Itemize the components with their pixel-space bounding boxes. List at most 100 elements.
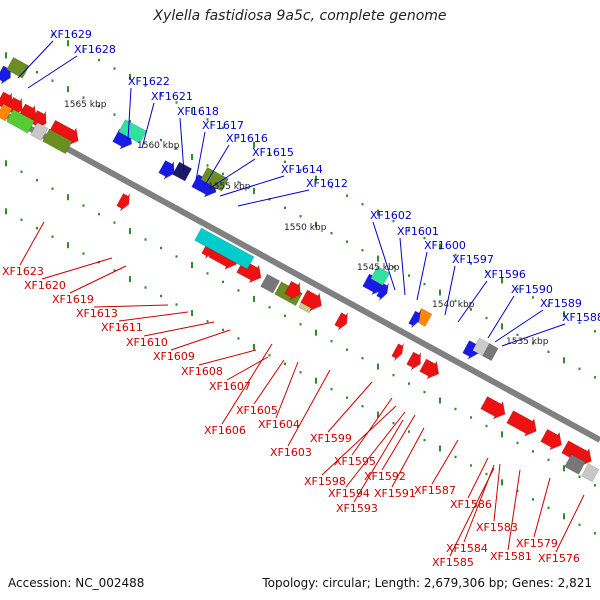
upper-gene-label: XF1597	[452, 253, 494, 266]
ruler-tick	[470, 308, 472, 311]
label-leader	[118, 311, 189, 322]
label-leader	[444, 265, 456, 316]
label-leader	[381, 414, 416, 471]
ruler-tick	[578, 321, 581, 324]
ruler-tick	[454, 455, 457, 459]
lower-gene-label: XF1595	[334, 455, 376, 468]
ruler-layer	[5, 33, 596, 535]
ruler-tick	[377, 255, 379, 262]
ruler-tick	[253, 343, 255, 350]
lower-gene-label: XF1610	[126, 336, 168, 349]
ruler-tick	[361, 249, 364, 252]
label-leader	[287, 369, 331, 447]
ruler-tick	[423, 438, 426, 442]
ruler-tick	[594, 532, 596, 535]
ruler-tick	[392, 421, 395, 425]
gene-feature	[194, 227, 255, 270]
ruler-tick	[51, 187, 54, 190]
gene-feature	[540, 428, 562, 451]
ruler-tick	[67, 40, 69, 47]
map-title: Xylella fastidiosa 9a5c, complete genome	[153, 8, 447, 24]
ruler-tick	[129, 276, 131, 283]
ruler-tick	[175, 255, 178, 258]
kbp-label: 1560 kbp	[137, 141, 180, 151]
ruler-tick	[36, 71, 38, 74]
ruler-tick	[439, 289, 441, 296]
label-leader	[327, 381, 373, 433]
ruler-tick	[284, 206, 286, 209]
ruler-tick	[299, 169, 302, 172]
ruler-tick	[330, 340, 333, 343]
feature-layer	[0, 57, 600, 483]
genome-backbone	[0, 109, 600, 443]
ruler-tick	[299, 371, 302, 374]
ruler-tick	[563, 513, 565, 520]
gene-feature	[419, 358, 440, 380]
ruler-tick	[5, 160, 7, 167]
upper-gene-label: XF1615	[252, 146, 294, 159]
label-leader	[198, 349, 257, 366]
kbp-label: 1545 kbp	[357, 263, 400, 273]
ruler-tick	[20, 170, 23, 173]
ruler-tick	[547, 506, 550, 509]
ruler-tick	[253, 295, 255, 302]
upper-gene-label: XF1589	[540, 297, 582, 310]
upper-gene-label: XF1612	[306, 177, 348, 190]
gene-feature	[0, 103, 13, 122]
ruler-tick	[67, 86, 69, 93]
genome-summary: Topology: circular; Length: 2,679,306 bp…	[262, 576, 592, 590]
ruler-tick	[516, 441, 519, 445]
ruler-tick	[20, 218, 23, 221]
ruler-tick	[51, 235, 54, 238]
lower-gene-label: XF1604	[258, 418, 300, 431]
ruler-tick	[547, 458, 550, 461]
lower-gene-label: XF1576	[538, 552, 580, 565]
lower-gene-label: XF1608	[181, 365, 223, 378]
ruler-tick	[206, 272, 209, 275]
ruler-tick	[470, 416, 472, 419]
gene-feature	[42, 128, 73, 155]
lower-gene-label: XF1593	[336, 502, 378, 515]
label-leader	[449, 467, 495, 557]
ruler-tick	[594, 376, 596, 379]
ruler-tick	[563, 311, 565, 318]
gene-feature	[406, 351, 421, 371]
ruler-tick	[377, 209, 379, 216]
lower-gene-label: XF1581	[490, 550, 532, 563]
ruler-tick	[299, 323, 302, 326]
lower-gene-label: XF1619	[52, 293, 94, 306]
ruler-tick	[67, 242, 69, 249]
ruler-tick	[330, 232, 333, 235]
ruler-tick	[82, 204, 85, 207]
ruler-tick	[36, 227, 38, 230]
lower-gene-label: XF1605	[236, 404, 278, 417]
ruler-tick	[113, 221, 116, 224]
gene-feature	[370, 266, 390, 286]
ruler-tick	[423, 390, 426, 394]
gene-feature	[284, 280, 301, 301]
label-leader	[204, 144, 230, 186]
ruler-tick	[284, 314, 286, 317]
ruler-tick	[160, 246, 162, 250]
gene-feature	[200, 167, 229, 192]
label-leader	[221, 343, 273, 425]
ruler-tick	[315, 377, 317, 384]
gene-feature	[116, 193, 130, 212]
label-leader	[237, 189, 310, 207]
label-leader	[501, 323, 566, 347]
label-leader	[345, 411, 406, 488]
ruler-tick	[222, 172, 224, 176]
ruler-tick	[268, 306, 271, 309]
ruler-tick	[113, 113, 116, 116]
label-leader	[93, 304, 169, 308]
ruler-tick	[578, 367, 581, 370]
ruler-tick	[408, 274, 410, 277]
upper-gene-label: XF1621	[151, 90, 193, 103]
ruler-tick	[501, 323, 503, 330]
gene-feature	[376, 282, 389, 301]
ruler-tick	[578, 523, 581, 526]
label-leader	[494, 309, 544, 343]
label-leader	[195, 131, 206, 181]
ruler-tick	[439, 243, 441, 250]
gene-feature	[581, 463, 600, 483]
